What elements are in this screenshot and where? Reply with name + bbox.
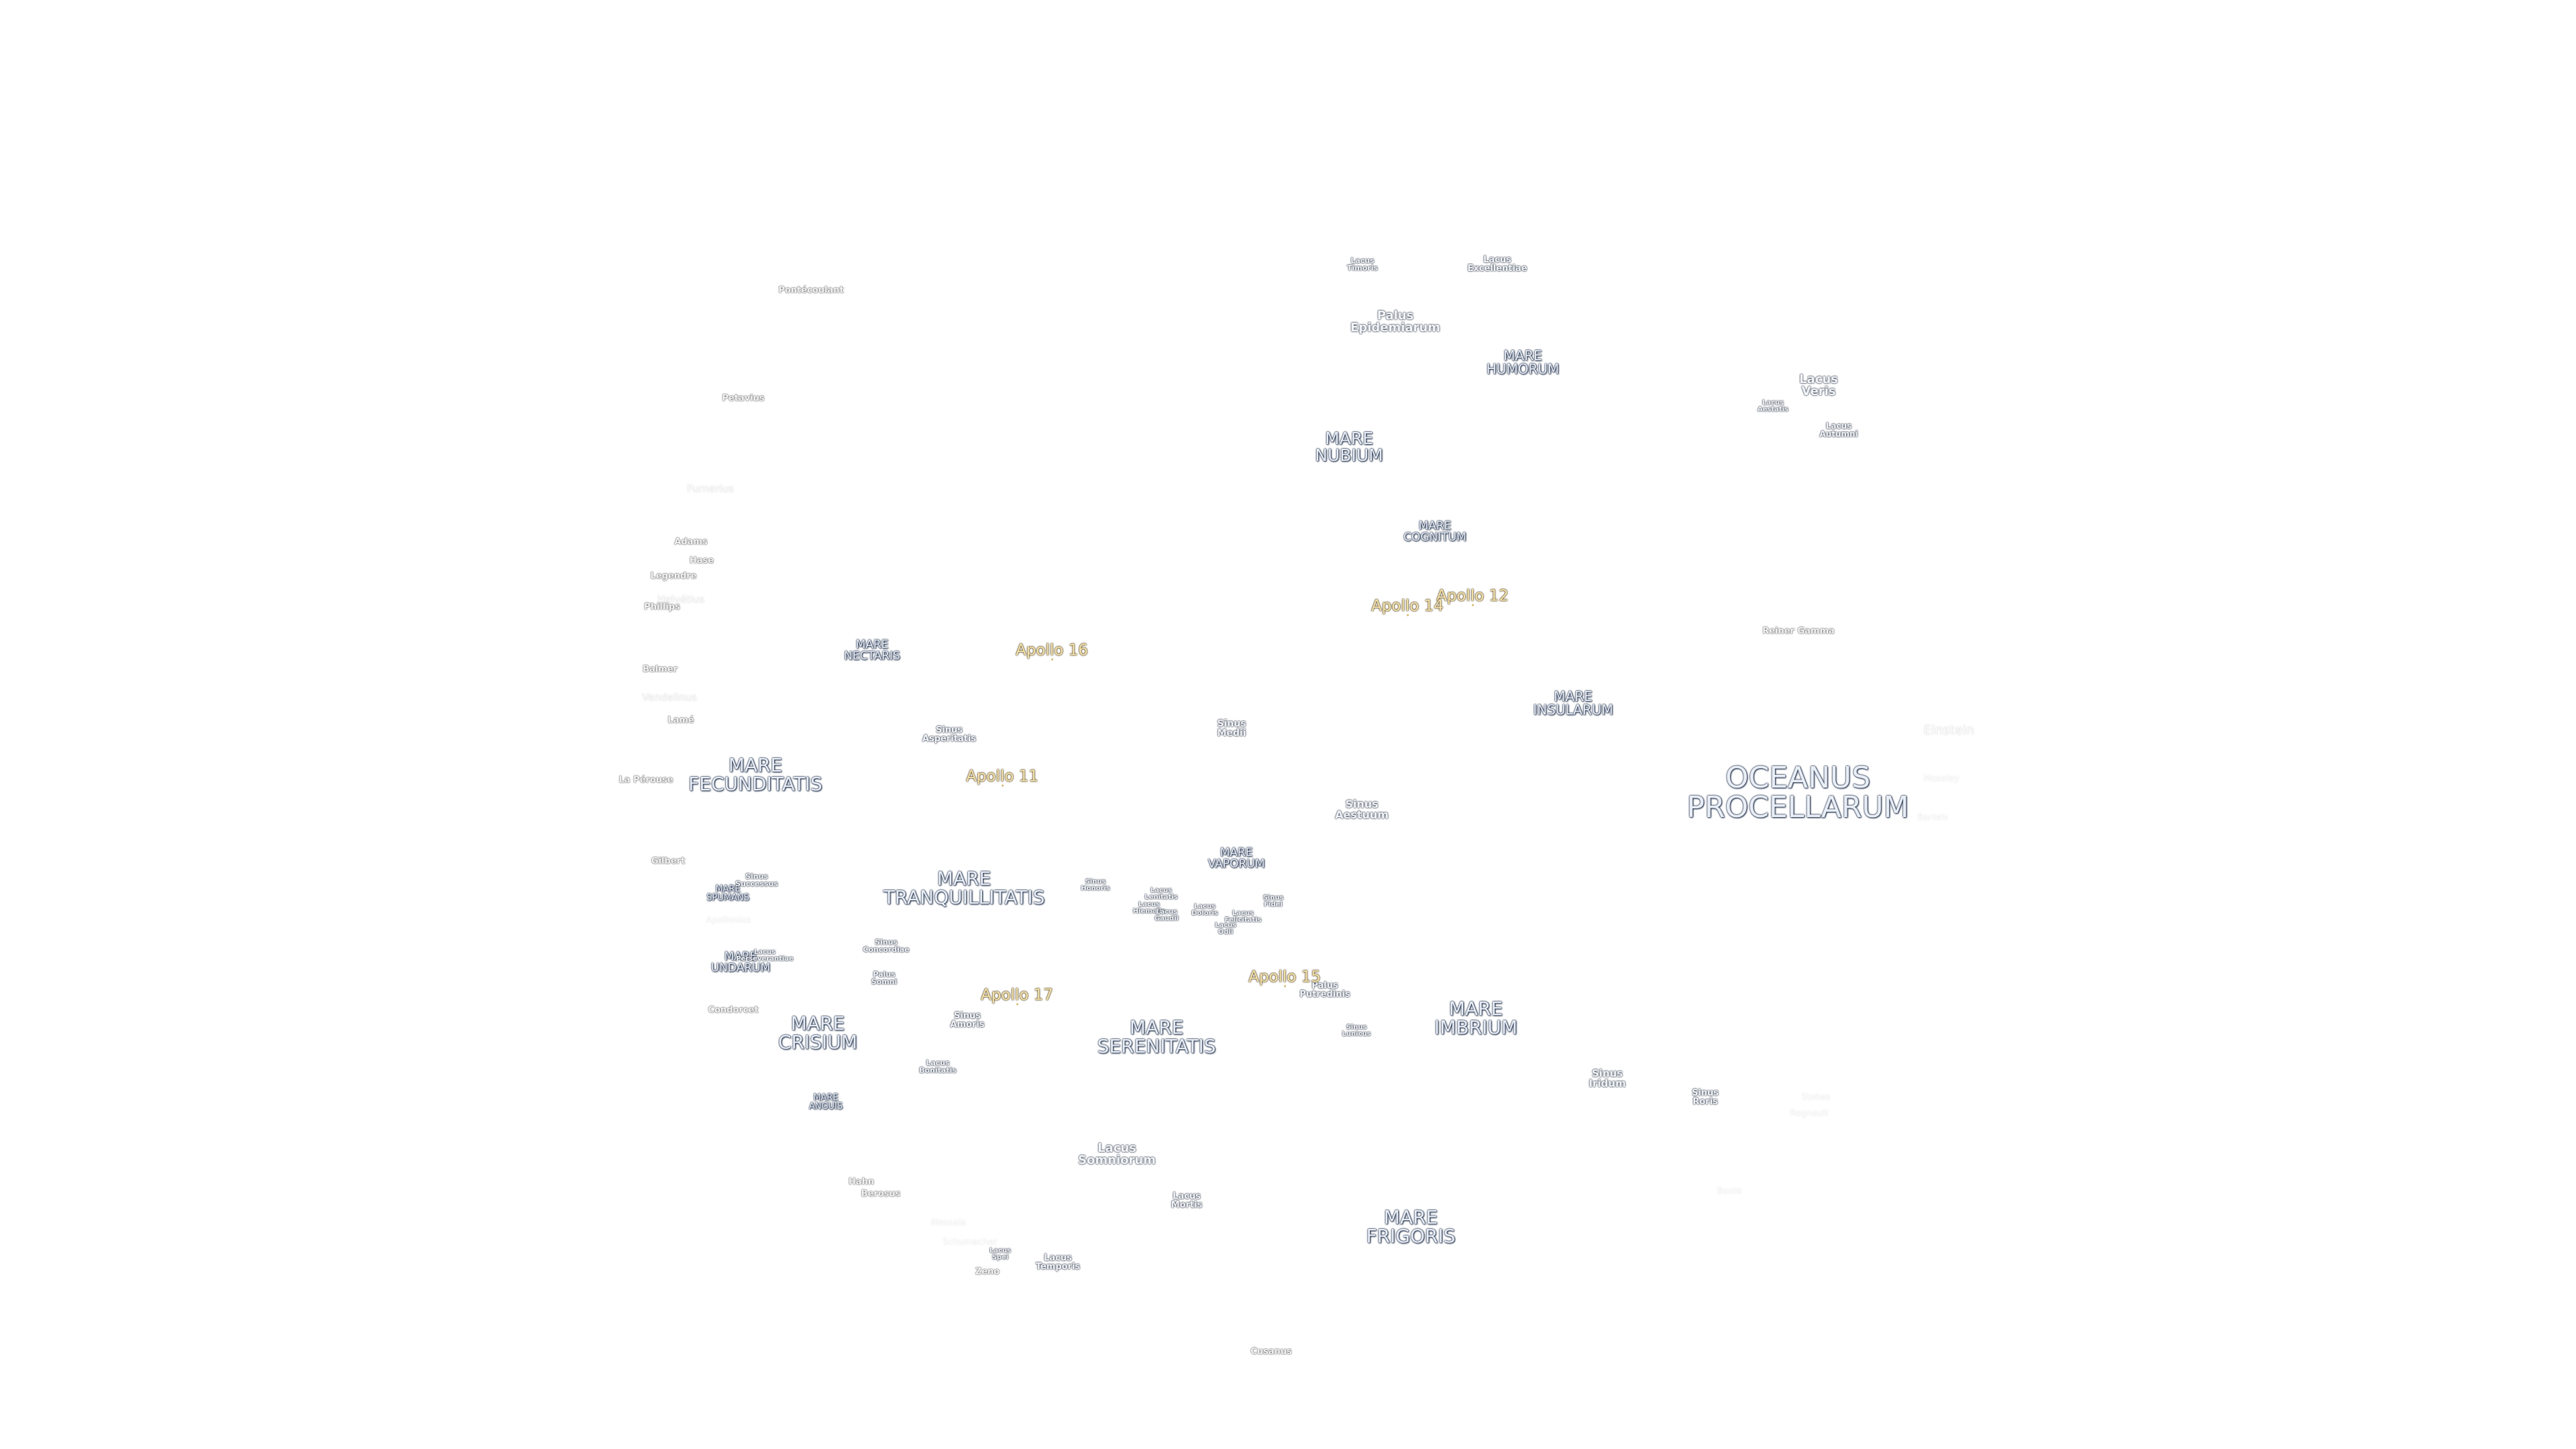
crater-condorcet: Condorcet [708, 1005, 759, 1016]
apollo-16-site[interactable]: Apollo 16 [1016, 641, 1088, 661]
crater-pontecoulant: Pontécoulant [778, 285, 844, 296]
crater-schumacher: Schumacher [943, 1237, 998, 1248]
crater-apollonius: Apollonius [706, 915, 751, 926]
crater-boole: Boole [1717, 1186, 1742, 1197]
apollo-11-site[interactable]: Apollo 11 [966, 767, 1038, 787]
crater-einstein: Einstein [1923, 722, 1974, 738]
crater-vendelinus: Vendelinus [642, 691, 697, 704]
crater-berosus: Berosus [861, 1189, 901, 1199]
crater-stokes: Stokes [1801, 1092, 1831, 1103]
crater-zeno: Zeno [975, 1267, 1000, 1277]
crater-adams: Adams [674, 537, 708, 547]
crater-gilbert: Gilbert [651, 856, 686, 867]
crater-furnerius: Furnerius [687, 482, 734, 495]
apollo-17-site[interactable]: Apollo 17 [981, 986, 1053, 1006]
crater-phillips: Phillips [644, 602, 680, 612]
crater-reiner-gamma: Reiner Gamma [1762, 626, 1835, 637]
crater-helvetius: Helvétius [657, 593, 705, 606]
crater-petavius: Petavius [722, 393, 765, 404]
crater-hahn: Hahn [848, 1177, 875, 1187]
crater-cusanus: Cusanus [1250, 1346, 1292, 1357]
apollo-14-site[interactable]: Apollo 14 [1371, 597, 1444, 616]
apollo-15-site[interactable]: Apollo 15 [1248, 968, 1321, 987]
crater-la-perouse: La Pérouse [619, 775, 674, 786]
crater-moseley: Moseley [1923, 773, 1960, 784]
crater-hase: Hase [689, 555, 714, 566]
apollo-12-site[interactable]: Apollo 12 [1436, 587, 1509, 606]
crater-bartels: Bartels [1917, 812, 1948, 823]
crater-legendre: Legendre [650, 571, 697, 582]
crater-messala: Messala [930, 1218, 967, 1228]
crater-balmer: Balmer [643, 664, 678, 675]
crater-regnault: Regnault [1790, 1108, 1829, 1119]
crater-lame: Lamé [667, 715, 694, 726]
